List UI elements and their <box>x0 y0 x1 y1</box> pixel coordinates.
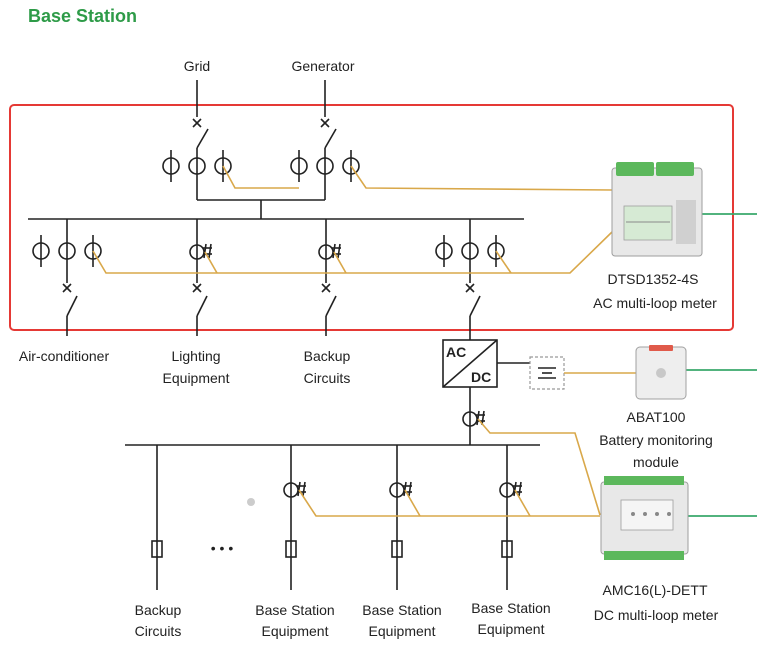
abat-desc-label-1: Battery monitoring <box>599 432 713 448</box>
abat-model-label: ABAT100 <box>627 409 686 425</box>
lighting-branch <box>189 219 212 336</box>
rogowski-coil-icon <box>499 481 522 498</box>
fuse-icon <box>501 540 513 558</box>
amc-meter-icon <box>600 476 689 560</box>
switch-icon <box>196 295 208 317</box>
lighting-label-2: Equipment <box>163 370 230 386</box>
ac-dc-converter: AC DC <box>442 339 498 388</box>
fuse-icon <box>391 540 403 558</box>
breaker-x-icon <box>62 283 72 293</box>
grid-label: Grid <box>184 58 210 74</box>
amc-model-label: AMC16(L)-DETT <box>602 582 707 598</box>
fuse-icon <box>151 540 163 558</box>
bs-equipment-2-label-1: Base Station <box>362 602 441 618</box>
switch-icon <box>66 295 78 317</box>
dc-equipment-branch-3 <box>499 445 522 590</box>
backup-bottom-label-1: Backup <box>135 602 182 618</box>
ac-section-frame <box>9 104 734 331</box>
battery-icon <box>529 356 565 390</box>
rogowski-coil-icon <box>283 481 306 498</box>
breaker-x-icon <box>465 283 475 293</box>
bs-equipment-3-label-1: Base Station <box>471 600 550 616</box>
status-dot <box>247 498 255 506</box>
bs-equipment-2-label-2: Equipment <box>369 623 436 639</box>
converter-ac-label: AC <box>446 344 466 360</box>
ellipsis: • • • <box>211 540 234 556</box>
switch-icon <box>324 128 337 149</box>
amc-desc-label: DC multi-loop meter <box>594 607 719 623</box>
dc-backup-branch <box>151 445 163 590</box>
backup-bottom-label-2: Circuits <box>135 623 182 639</box>
page-title: Base Station <box>28 6 138 26</box>
generator-feeder <box>290 80 360 200</box>
dtsd-desc-label: AC multi-loop meter <box>593 295 717 311</box>
bs-equipment-1-label-2: Equipment <box>262 623 329 639</box>
backup-top-label-1: Backup <box>304 348 351 364</box>
air-conditioner-label: Air-conditioner <box>19 348 110 364</box>
grid-feeder <box>162 80 232 200</box>
switch-icon <box>196 128 209 149</box>
fuse-icon <box>285 540 297 558</box>
switch-icon <box>325 295 337 317</box>
dc-equipment-branch-1 <box>283 445 306 590</box>
generator-label: Generator <box>291 58 354 74</box>
switch-icon <box>469 295 481 317</box>
lighting-label-1: Lighting <box>171 348 220 364</box>
breaker-x-icon <box>192 283 202 293</box>
dtsd-meter-icon <box>611 162 703 257</box>
converter-dc-label: DC <box>471 369 491 385</box>
breaker-x-icon <box>321 283 331 293</box>
rectifier-branch <box>435 219 505 340</box>
signal-wiring <box>92 165 613 517</box>
dc-equipment-branch-2 <box>389 445 412 590</box>
breaker-x-icon <box>320 118 330 128</box>
abat-module-icon <box>635 345 687 400</box>
abat-desc-label-2: module <box>633 454 679 470</box>
bs-equipment-1-label-1: Base Station <box>255 602 334 618</box>
bs-equipment-3-label-2: Equipment <box>478 621 545 637</box>
air-conditioner-branch <box>32 219 102 336</box>
dtsd-model-label: DTSD1352-4S <box>607 271 698 287</box>
backup-circuits-branch <box>318 219 341 336</box>
rogowski-coil-icon <box>389 481 412 498</box>
breaker-x-icon <box>192 118 202 128</box>
rogowski-coil-icon <box>189 243 212 260</box>
current-transformer-icon <box>290 150 360 182</box>
rogowski-coil-icon <box>318 243 341 260</box>
backup-top-label-2: Circuits <box>304 370 351 386</box>
